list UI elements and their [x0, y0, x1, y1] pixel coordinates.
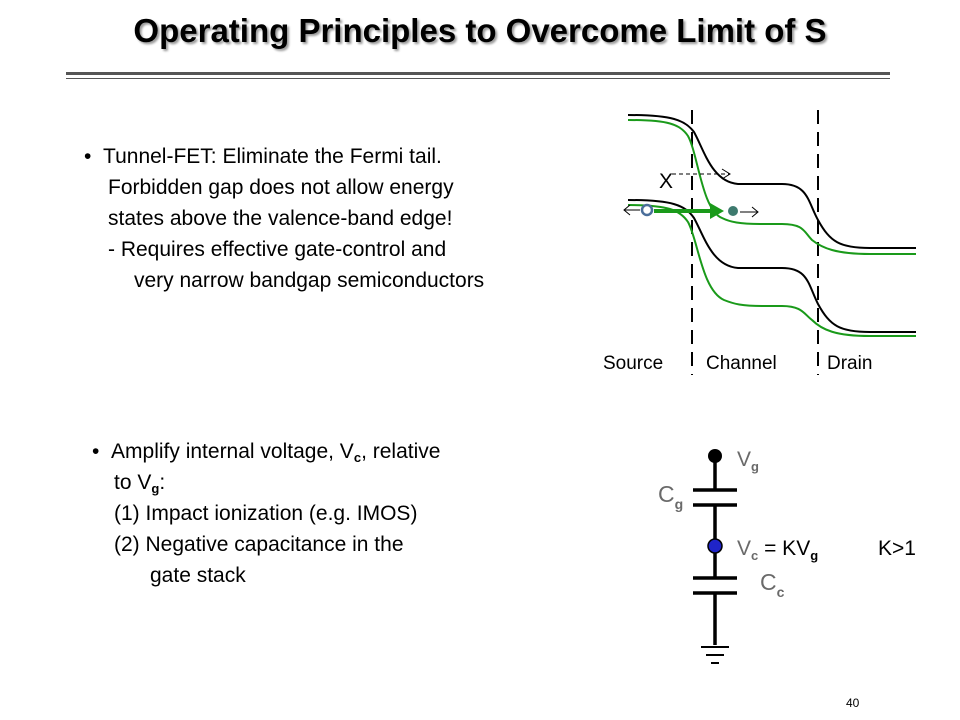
gain-condition: K>1 [878, 537, 916, 560]
channel-label: Channel [706, 353, 777, 374]
vg-label: Vg [737, 448, 759, 474]
hole-motion-arrowhead [623, 204, 631, 216]
bullet-text: Tunnel-FET: Eliminate the Fermi tail. [103, 145, 442, 168]
subscript: c [353, 450, 362, 465]
title-divider [66, 72, 890, 75]
conduction-band-unbiased [627, 114, 916, 249]
bullet-line: (2) Negative capacitance in the [114, 533, 404, 556]
bullet-text: Amplify internal voltage, V [111, 440, 354, 463]
hole-marker [640, 203, 654, 217]
bullet-line: (1) Impact ionization (e.g. IMOS) [114, 502, 418, 525]
bullet-dot: • [92, 440, 100, 463]
electron-marker [728, 206, 738, 216]
capacitor-divider-circuit: Vg Cg Vc = KVg K>1 Cc [658, 448, 916, 664]
bullet-dot: • [84, 145, 92, 168]
subscript: g [151, 481, 160, 496]
conduction-band-biased [627, 119, 916, 255]
tunnel-distance-label: X [659, 170, 673, 193]
cc-label: Cc [760, 569, 785, 600]
drain-label: Drain [827, 353, 872, 374]
bullet-text: , relative [361, 440, 441, 463]
tunnel-fet-bullet: • Tunnel-FET: Eliminate the Fermi tail. … [84, 141, 484, 296]
valence-band-biased [627, 204, 916, 337]
title-divider-thin [66, 78, 890, 79]
band-edges-biased [627, 119, 916, 337]
bullet-line: states above the valence-band edge! [108, 207, 453, 230]
tunneling-arrows [623, 168, 759, 219]
gate-node [708, 449, 722, 463]
bullet-line: gate stack [150, 564, 246, 587]
ground-symbol [701, 646, 729, 664]
internal-node [707, 538, 723, 554]
electron-motion-arrowhead [751, 206, 759, 218]
bullet-line: - Requires effective gate-control and [108, 238, 447, 261]
bullet-line: very narrow bandgap semiconductors [134, 269, 485, 292]
source-label: Source [603, 353, 663, 374]
vc-equation: Vc = KVg [737, 537, 818, 563]
bullet-text: : [159, 471, 166, 494]
tunnel-width-arrowhead [721, 168, 731, 180]
bullet-text: to V [114, 471, 152, 494]
bullet-line: Forbidden gap does not allow energy [108, 176, 454, 199]
page-number: 40 [846, 696, 860, 710]
valence-band-unbiased [627, 199, 916, 333]
bullet-line: • Amplify internal voltage, Vc, relative [92, 436, 440, 467]
tunneling-path-arrowhead [710, 203, 724, 219]
amplify-voltage-bullet: • Amplify internal voltage, Vc, relative… [92, 436, 440, 591]
page-title: Operating Principles to Overcome Limit o… [133, 12, 827, 49]
band-diagram: X Source Channel Drain [603, 110, 916, 375]
cg-label: Cg [658, 481, 683, 512]
region-dividers [691, 110, 819, 375]
bullet-line: • Tunnel-FET: Eliminate the Fermi tail. [84, 141, 484, 172]
bullet-line: to Vg: [92, 467, 440, 498]
